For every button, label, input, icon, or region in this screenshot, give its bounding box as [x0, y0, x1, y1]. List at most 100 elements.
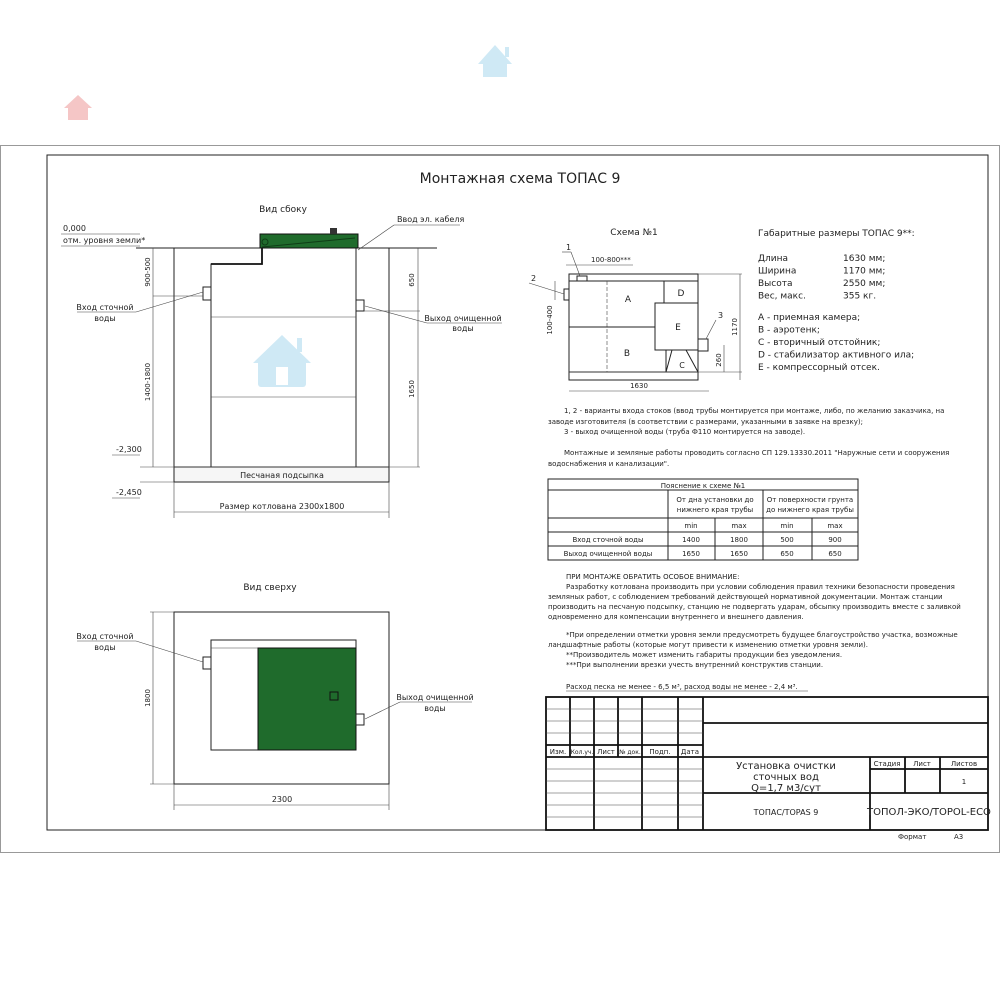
note-line: 3 - выход очищенной воды (труба Ф110 мон… — [564, 428, 805, 436]
watermark-house-icon-pink — [64, 95, 92, 120]
table-subheader: min — [780, 522, 793, 530]
table-subheader: max — [731, 522, 746, 530]
dim-900-500: 900-500 — [144, 257, 152, 286]
dim-1170: 1170 — [731, 318, 739, 336]
dim-100-800: 100-800*** — [591, 256, 631, 264]
dim-100-400: 100-400 — [546, 305, 554, 334]
top-view-title: Вид сверху — [243, 583, 297, 593]
sand-label: Песчаная подсыпка — [240, 471, 324, 480]
marker-1: 1 — [566, 243, 571, 252]
outlet-pipe-top — [355, 713, 365, 726]
dimensions-title: Габаритные размеры ТОПАС 9**: — [758, 229, 915, 239]
dimension-label: Длина — [758, 254, 788, 264]
ground-label: отм. уровня земли* — [63, 236, 145, 245]
vent-cap — [330, 228, 337, 234]
stamp-title: Установка очистки — [736, 761, 836, 772]
dimension-value: 355 кг. — [843, 292, 876, 302]
legend-item: D - стабилизатор активного ила; — [758, 351, 914, 361]
stamp-col: Кол.уч. — [571, 749, 594, 756]
footnote: ландшафтные работы (которые могут привес… — [548, 641, 868, 649]
consumption-note: Расход песка не менее - 6,5 м³, расход в… — [566, 683, 798, 691]
outlet-label-2: воды — [452, 324, 473, 333]
dim-260: 260 — [715, 353, 723, 366]
table-row: Выход очищенной воды 1650 1650 650 650 — [564, 550, 842, 558]
dim-1800: 1800 — [144, 689, 152, 707]
outlet-label-top-2: воды — [424, 704, 445, 713]
table-group-header: нижнего края трубы — [677, 506, 753, 514]
dimension-label: Ширина — [758, 267, 796, 277]
stamp-sheet: Лист — [913, 760, 931, 768]
legend-item: C - вторичный отстойник; — [758, 338, 880, 348]
cell: 500 — [780, 536, 793, 544]
format-value: А3 — [954, 833, 963, 841]
table-group-header: до нижнего края трубы — [766, 506, 854, 514]
dimension-value: 1170 мм; — [843, 267, 885, 277]
stamp-col: Дата — [681, 748, 699, 756]
inlet-label-top: Вход сточной — [76, 632, 133, 641]
dim-650: 650 — [408, 273, 416, 286]
table-row: Вход сточной воды 1400 1800 500 900 — [572, 536, 841, 544]
dim-1400-1800: 1400-1800 — [144, 363, 152, 401]
footnote: **Производитель может изменить габариты … — [566, 651, 842, 659]
format-label: Формат — [898, 833, 926, 841]
mark-2300: -2,300 — [116, 445, 142, 454]
stamp-title: Q=1,7 м3/сут — [751, 783, 821, 794]
drawing-frame — [46, 154, 989, 831]
zone-a: A — [625, 295, 632, 305]
ground-mark: 0,000 — [63, 224, 86, 233]
table-subheader: min — [684, 522, 697, 530]
outlet-pipe — [355, 299, 365, 312]
title-block — [545, 696, 989, 831]
outlet-label-top: Выход очищенной — [396, 693, 473, 702]
tank-lid-top — [257, 647, 357, 751]
side-view: Вид сбоку Песчаная подсыпка 0,000 отм. у… — [61, 205, 502, 518]
table-subheader: max — [827, 522, 842, 530]
footnote: ***При выполнении врезки учесть внутренн… — [566, 661, 823, 669]
cell: 1400 — [682, 536, 700, 544]
watermark-house-icon — [253, 335, 311, 387]
mark-2450: -2,450 — [116, 488, 142, 497]
stamp-company: ТОПОЛ-ЭКО/TOPOL-ECO — [866, 807, 991, 818]
note-line: заводе изготовителя (в соответствии с ра… — [548, 418, 863, 426]
attention-line: одновременно для компенсации внутреннего… — [548, 613, 804, 621]
cell: 1800 — [730, 536, 748, 544]
legend-item: E - компрессорный отсек. — [758, 363, 880, 373]
inlet-pipe-top — [202, 656, 212, 670]
scheme-title: Схема №1 — [610, 228, 657, 238]
cell: 900 — [828, 536, 841, 544]
note-line: 1, 2 - варианты входа стоков (ввод трубы… — [564, 407, 944, 415]
zone-e: E — [675, 323, 681, 333]
legend-item: A - приемная камера; — [758, 313, 860, 323]
inlet-label-top-2: воды — [94, 643, 115, 652]
pipe-table: Пояснение к схеме №1 От дна установки до… — [547, 478, 859, 561]
stamp-col: Изм. — [550, 748, 566, 756]
notes: 1, 2 - варианты входа стоков (ввод трубы… — [548, 407, 949, 468]
cell: 1650 — [730, 550, 748, 558]
attention-line: производить на песчаную подсыпку, станци… — [548, 603, 961, 611]
pit-size: Размер котлована 2300x1800 — [220, 502, 345, 511]
row-label: Вход сточной воды — [572, 536, 643, 544]
stamp-product: ТОПАС/TOPAS 9 — [753, 808, 819, 817]
dimension-value: 2550 мм; — [843, 279, 885, 289]
stamp-col: № док. — [619, 749, 641, 756]
footnote: *При определении отметки уровня земли пр… — [566, 631, 958, 639]
title-block-text: Изм. Кол.уч. Лист № док. Подп. Дата Уста… — [550, 748, 991, 841]
marker-2: 2 — [531, 274, 536, 283]
watermark-house-icon — [478, 45, 512, 77]
attention-line: земляных работ, с соблюдением требований… — [548, 593, 943, 601]
stamp-col: Подп. — [649, 748, 670, 756]
legend-item: B - аэротенк; — [758, 326, 820, 336]
dimension-label: Высота — [758, 279, 793, 289]
note-line: водоснабжения и канализации". — [548, 460, 669, 468]
table-group-header: От дна установки до — [676, 496, 753, 504]
stamp-title: сточных вод — [753, 772, 819, 783]
cable-label: Ввод эл. кабеля — [397, 215, 464, 224]
inlet-label-2: воды — [94, 314, 115, 323]
zone-b: B — [624, 349, 630, 359]
cell: 1650 — [682, 550, 700, 558]
outlet-label: Выход очищенной — [424, 314, 501, 323]
stamp-sheets-value: 1 — [962, 778, 966, 786]
cell: 650 — [828, 550, 841, 558]
